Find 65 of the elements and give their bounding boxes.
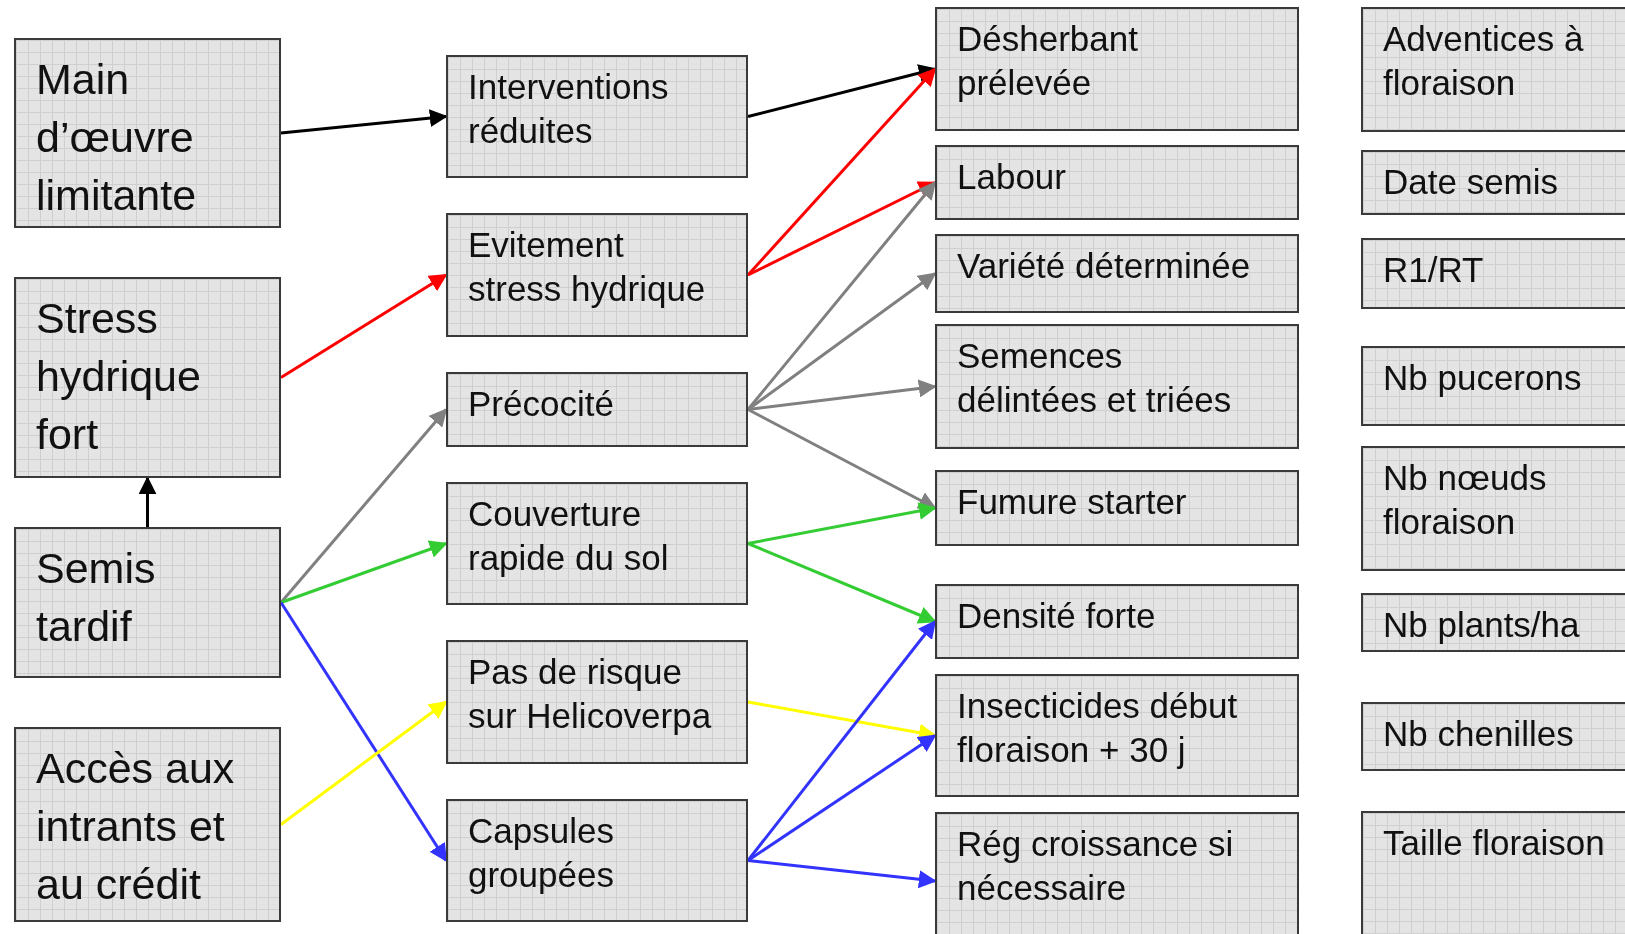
box-label: R1/RT bbox=[1383, 249, 1485, 291]
box-label: Stress hydrique fort bbox=[36, 293, 202, 460]
arrow bbox=[747, 379, 937, 411]
process-box bbox=[14, 38, 281, 228]
box-label: Nb pucerons bbox=[1383, 357, 1583, 399]
process-box bbox=[935, 324, 1299, 449]
process-box bbox=[935, 234, 1299, 313]
arrow bbox=[138, 476, 157, 527]
arrow bbox=[747, 734, 937, 862]
box-label: Pas de risque sur Helicoverpa bbox=[468, 651, 713, 737]
box-label: Variété déterminée bbox=[957, 245, 1252, 287]
process-box bbox=[1361, 346, 1625, 426]
process-box bbox=[1361, 593, 1625, 652]
arrow bbox=[280, 700, 448, 826]
box-label: Précocité bbox=[468, 383, 615, 425]
process-box bbox=[1361, 7, 1625, 132]
arrow bbox=[747, 859, 937, 889]
process-box bbox=[446, 799, 748, 922]
box-label: Nb chenilles bbox=[1383, 713, 1575, 755]
process-box bbox=[1361, 702, 1625, 771]
box-label: Accès aux intrants et au crédit bbox=[36, 743, 236, 910]
arrow bbox=[747, 408, 937, 510]
process-box bbox=[935, 674, 1299, 797]
box-label: Evitement stress hydrique bbox=[468, 224, 707, 310]
box-label: Nb nœuds floraison bbox=[1383, 457, 1548, 543]
process-box bbox=[935, 7, 1299, 131]
box-label: Insecticides début floraison + 30 j bbox=[957, 685, 1239, 771]
process-box bbox=[446, 640, 748, 764]
process-box bbox=[446, 213, 748, 337]
box-label: Capsules groupées bbox=[468, 810, 615, 896]
process-box bbox=[446, 55, 748, 178]
process-box bbox=[1361, 811, 1625, 934]
arrow bbox=[747, 502, 937, 545]
process-box bbox=[14, 527, 281, 678]
box-label: Rég croissance si nécessaire bbox=[957, 823, 1235, 909]
arrow bbox=[280, 109, 448, 135]
process-box bbox=[14, 277, 281, 478]
process-box bbox=[446, 482, 748, 605]
process-box bbox=[1361, 150, 1625, 215]
box-label: Main d’œuvre limitante bbox=[36, 54, 198, 221]
box-label: Labour bbox=[957, 156, 1067, 198]
process-box bbox=[935, 812, 1299, 934]
box-label: Taille floraison bbox=[1383, 822, 1606, 864]
process-box bbox=[1361, 446, 1625, 571]
box-label: Nb plants/ha bbox=[1383, 604, 1581, 646]
arrow bbox=[280, 273, 448, 379]
process-box bbox=[935, 470, 1299, 546]
arrow bbox=[747, 542, 937, 624]
box-label: Semences délintées et triées bbox=[957, 335, 1233, 421]
process-box bbox=[935, 584, 1299, 659]
arrow bbox=[747, 700, 937, 742]
box-label: Semis tardif bbox=[36, 543, 157, 652]
box-label: Densité forte bbox=[957, 595, 1157, 637]
box-label: Couverture rapide du sol bbox=[468, 493, 670, 579]
process-box bbox=[446, 372, 748, 447]
box-label: Interventions réduites bbox=[468, 66, 670, 152]
arrow bbox=[747, 181, 937, 277]
box-label: Adventices à floraison bbox=[1383, 18, 1585, 104]
process-box bbox=[14, 727, 281, 922]
box-label: Fumure starter bbox=[957, 481, 1188, 523]
box-label: Désherbant prélevée bbox=[957, 18, 1139, 104]
process-box bbox=[935, 145, 1299, 220]
process-box bbox=[1361, 238, 1625, 309]
box-label: Date semis bbox=[1383, 161, 1560, 203]
arrow bbox=[280, 540, 448, 604]
